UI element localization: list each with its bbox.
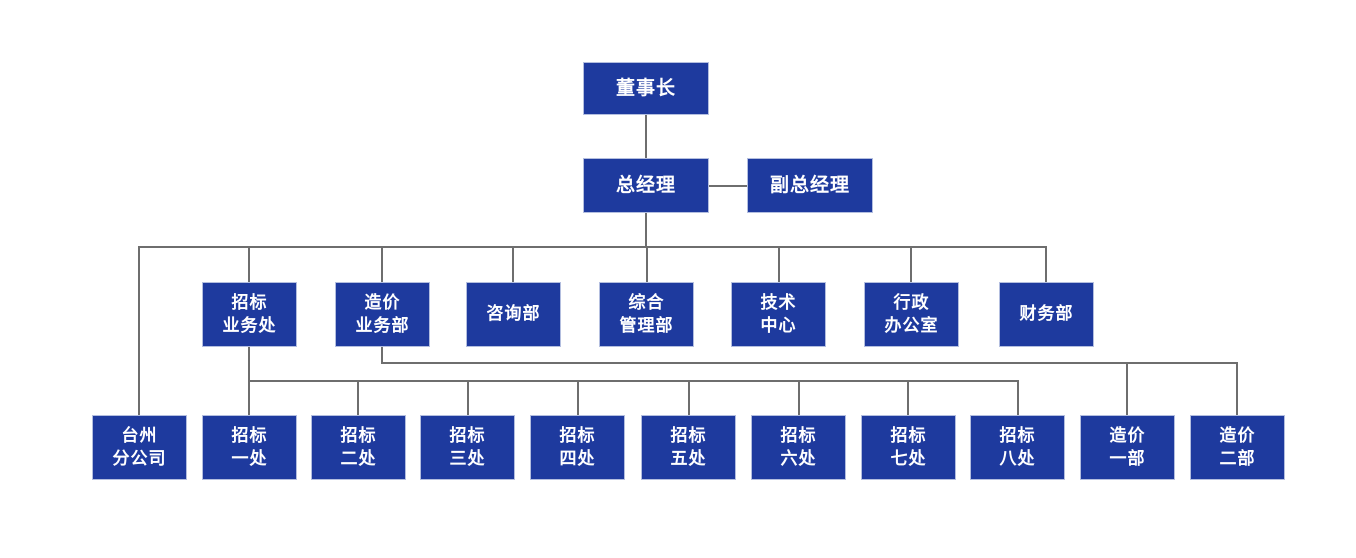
org-node-label: 造价 [364, 293, 401, 313]
org-node-label: 副总经理 [769, 174, 850, 196]
org-node-technology-center: 技术 中心 [731, 282, 826, 347]
org-node-costing-dept-1: 造价 一部 [1080, 415, 1175, 480]
connector-drop-taizhou [138, 246, 140, 415]
org-node-label: 技术 [760, 293, 797, 313]
org-node-label: 招标 [780, 426, 817, 446]
connector-stem-bidding [248, 347, 250, 382]
connector-drop-bidding [248, 246, 250, 282]
connector-drop-consult [512, 246, 514, 282]
org-node-label: 台州 [121, 426, 158, 446]
org-node-label: 五处 [670, 448, 707, 468]
org-node-label: 招标 [231, 293, 268, 313]
org-node-label: 一部 [1109, 448, 1146, 468]
org-node-label: 二部 [1219, 448, 1256, 468]
connector-drop-bid7 [907, 380, 909, 415]
org-node-label: 七处 [890, 448, 927, 468]
org-node-consulting-dept: 咨询部 [466, 282, 561, 347]
org-node-label: 招标 [340, 426, 377, 446]
org-node-label: 办公室 [884, 315, 939, 335]
org-node-finance-dept: 财务部 [999, 282, 1094, 347]
org-node-label: 招标 [449, 426, 486, 446]
org-node-label: 行政 [893, 293, 930, 313]
org-node-label: 招标 [670, 426, 707, 446]
org-node-label: 综合 [628, 293, 665, 313]
org-node-label: 咨询部 [486, 304, 541, 324]
connector-stem-costing [381, 347, 383, 364]
org-node-label: 造价 [1109, 426, 1146, 446]
org-node-label: 四处 [559, 448, 596, 468]
connector-rail-costing [381, 362, 1238, 364]
connector-drop-tech [778, 246, 780, 282]
connector-drop-costing [381, 246, 383, 282]
org-node-bidding-office-1: 招标 一处 [202, 415, 297, 480]
org-node-label: 八处 [999, 448, 1036, 468]
org-node-label: 业务处 [222, 315, 277, 335]
org-node-bidding-office-5: 招标 五处 [641, 415, 736, 480]
org-node-label: 招标 [559, 426, 596, 446]
org-node-label: 造价 [1219, 426, 1256, 446]
org-node-label: 董事长 [615, 77, 676, 99]
connector-drop-admin [910, 246, 912, 282]
connector-drop-general [646, 246, 648, 282]
org-node-chairman: 董事长 [583, 62, 709, 115]
org-node-label: 业务部 [355, 315, 410, 335]
org-node-label: 中心 [760, 315, 797, 335]
org-node-label: 管理部 [619, 315, 674, 335]
connector-rail-bidding [248, 380, 1019, 382]
connector-drop-bid1 [248, 380, 250, 415]
org-node-label: 招标 [890, 426, 927, 446]
org-node-label: 六处 [780, 448, 817, 468]
org-node-bidding-office-7: 招标 七处 [861, 415, 956, 480]
org-node-costing-business-dept: 造价 业务部 [335, 282, 430, 347]
connector-drop-bid8 [1017, 380, 1019, 415]
org-node-label: 财务部 [1019, 304, 1074, 324]
org-node-label: 二处 [340, 448, 377, 468]
org-node-bidding-office-6: 招标 六处 [751, 415, 846, 480]
connector-drop-finance [1045, 246, 1047, 282]
org-node-label: 一处 [231, 448, 268, 468]
org-node-general-management-dept: 综合 管理部 [599, 282, 694, 347]
org-node-taizhou-branch: 台州 分公司 [92, 415, 187, 480]
org-node-label: 分公司 [112, 448, 167, 468]
connector-gm-rail [645, 213, 647, 247]
org-node-bidding-office-8: 招标 八处 [970, 415, 1065, 480]
org-node-bidding-office-4: 招标 四处 [530, 415, 625, 480]
org-node-label: 总经理 [615, 174, 676, 196]
connector-rail-top [138, 246, 1047, 248]
org-node-bidding-office-3: 招标 三处 [420, 415, 515, 480]
connector-drop-bid4 [577, 380, 579, 415]
connector-drop-cost2 [1236, 362, 1238, 415]
connector-chairman-gm [645, 115, 647, 158]
connector-drop-bid2 [357, 380, 359, 415]
org-node-label: 招标 [999, 426, 1036, 446]
org-node-costing-dept-2: 造价 二部 [1190, 415, 1285, 480]
org-node-label: 三处 [449, 448, 486, 468]
connector-gm-deputy [709, 185, 747, 187]
org-node-deputy-general-manager: 副总经理 [747, 158, 873, 213]
org-node-administrative-office: 行政 办公室 [864, 282, 959, 347]
connector-drop-bid5 [688, 380, 690, 415]
connector-drop-cost1 [1126, 362, 1128, 415]
org-node-label: 招标 [231, 426, 268, 446]
org-node-bidding-office-2: 招标 二处 [311, 415, 406, 480]
connector-drop-bid3 [467, 380, 469, 415]
org-node-general-manager: 总经理 [583, 158, 709, 213]
connector-drop-bid6 [798, 380, 800, 415]
org-node-bidding-business-office: 招标 业务处 [202, 282, 297, 347]
